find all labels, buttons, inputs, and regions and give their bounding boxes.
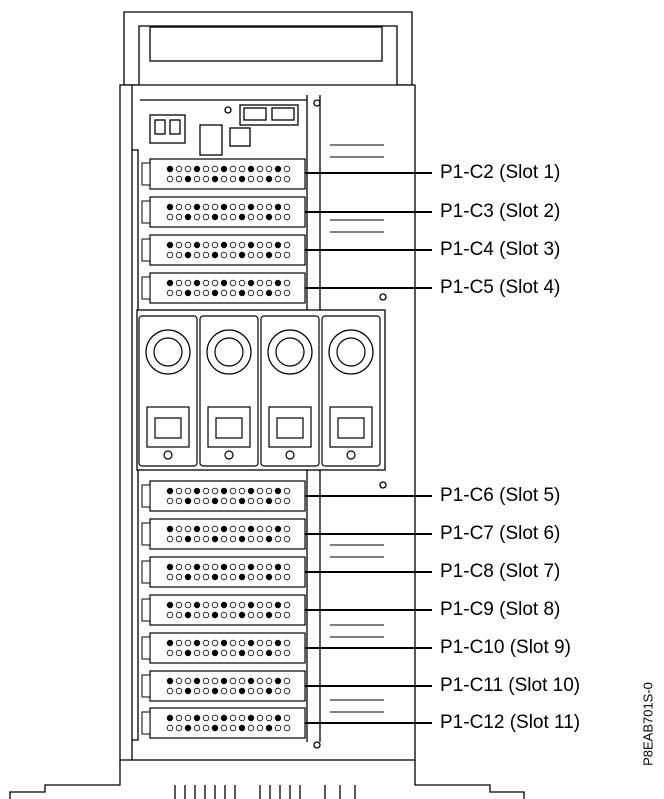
slot-callout-label: P1-C8 (Slot 7): [440, 561, 561, 582]
pcie-slot-card: [141, 234, 306, 266]
pcie-slot-cards: [141, 158, 306, 739]
pcie-slot-card: [141, 556, 306, 588]
pcie-slot-card: [141, 158, 306, 190]
power-supply-3: [260, 315, 320, 467]
slot-callout-label: P1-C12 (Slot 11): [440, 712, 581, 733]
callout-leader-lines: [305, 172, 432, 724]
slot-callout-label: P1-C10 (Slot 9): [440, 637, 571, 658]
slot-callout-label: P1-C2 (Slot 1): [440, 162, 561, 183]
slot-callout-label: P1-C5 (Slot 4): [440, 277, 561, 298]
power-supply-2: [199, 315, 259, 467]
pcie-slot-card: [141, 707, 306, 739]
slot-callout-label: P1-C4 (Slot 3): [440, 239, 561, 260]
slot-callout-label: P1-C9 (Slot 8): [440, 599, 561, 620]
slot-callout-label: P1-C3 (Slot 2): [440, 201, 561, 222]
power-supply-bays: [138, 315, 381, 467]
pcie-slot-card: [141, 518, 306, 550]
pcie-slot-card: [141, 272, 306, 304]
chassis-foot: [9, 760, 525, 799]
power-supply-1: [138, 315, 198, 467]
slot-callout-label: P1-C7 (Slot 6): [440, 523, 561, 544]
pcie-slot-card: [141, 196, 306, 228]
figure-identifier: P8EAB701S-0: [640, 682, 656, 766]
side-clips: [330, 144, 384, 713]
pcie-slot-card: [141, 594, 306, 626]
power-supply-4: [321, 315, 381, 467]
pcie-slot-card: [141, 632, 306, 664]
pcie-slot-card: [141, 670, 306, 702]
slot-callout-label: P1-C11 (Slot 10): [440, 675, 581, 696]
pcie-slot-card: [141, 480, 306, 512]
slot-callout-label: P1-C6 (Slot 5): [440, 485, 561, 506]
